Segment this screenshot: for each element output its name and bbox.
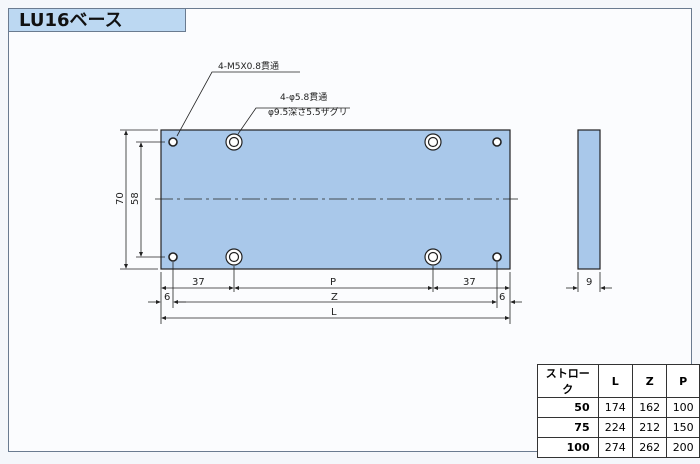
cell: 100 (537, 437, 599, 458)
callout-through-holes: 4-φ5.8貫通 (280, 92, 327, 103)
dim-9: 9 (586, 277, 592, 288)
header-stroke: ストローク (537, 364, 599, 398)
page-title: LU16ベース (8, 8, 186, 32)
dim-z: Z (331, 292, 338, 303)
cell: 174 (597, 397, 634, 418)
callout-tapped-holes: 4-M5X0.8貫通 (218, 61, 279, 72)
header-p: P (666, 364, 700, 398)
base-plate-top-view (160, 129, 511, 270)
dim-37-left: 37 (192, 277, 205, 288)
cell: 212 (631, 417, 668, 438)
counterbore-holes (225, 133, 442, 266)
cell: 150 (666, 417, 700, 438)
dim-6-left: 6 (164, 292, 170, 303)
callout-counterbore: φ9.5深さ5.5ザグリ (268, 106, 348, 118)
cell: 200 (666, 437, 700, 458)
dim-58: 58 (130, 192, 141, 205)
dim-l: L (331, 307, 337, 318)
header-z: Z (631, 364, 668, 398)
dim-6-right: 6 (499, 292, 505, 303)
cell: 162 (631, 397, 668, 418)
cell: 274 (597, 437, 634, 458)
table-header-row: ストローク L Z P (537, 364, 700, 398)
header-l: L (597, 364, 634, 398)
dim-p: P (330, 277, 336, 288)
tapped-holes (168, 137, 502, 262)
cell: 50 (537, 397, 599, 418)
dim-37-right: 37 (463, 277, 476, 288)
cell: 100 (666, 397, 700, 418)
base-plate-side-view (577, 129, 601, 270)
cell: 224 (597, 417, 634, 438)
cell: 262 (631, 437, 668, 458)
cell: 75 (537, 417, 599, 438)
dim-70: 70 (115, 192, 126, 205)
